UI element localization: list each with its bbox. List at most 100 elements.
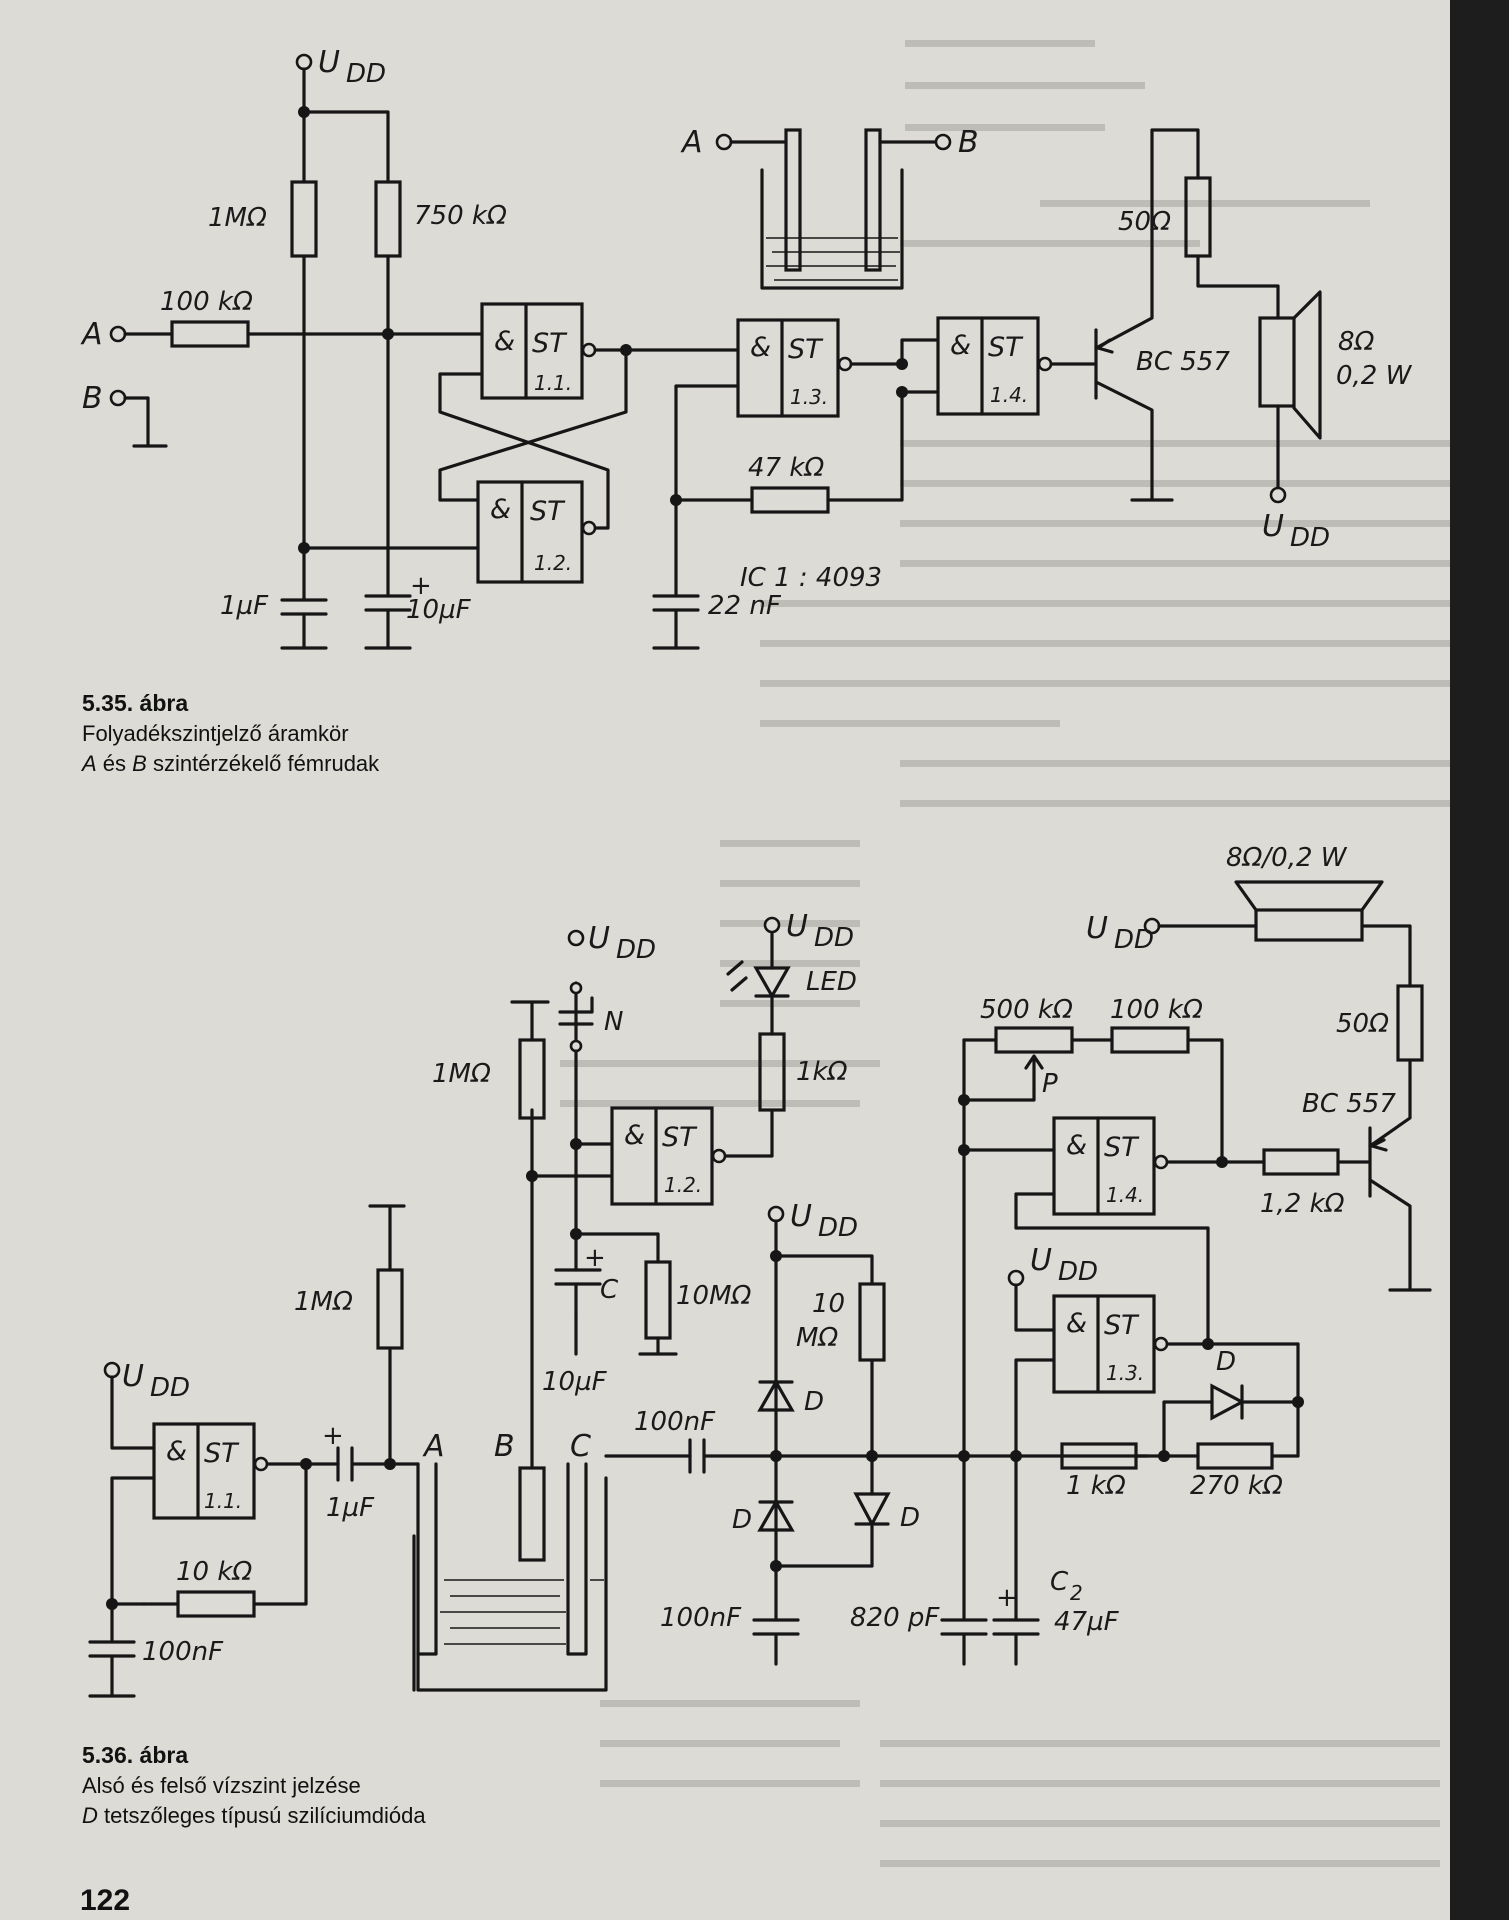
svg-text:C: C [1050,1567,1069,1597]
svg-text:&: & [490,494,511,525]
svg-text:D: D [1216,1347,1236,1377]
diode-3 [853,1492,891,1528]
gate-2-1-2 [610,1106,714,1206]
svg-text:MΩ: MΩ [796,1323,838,1353]
resistor-50 [1184,176,1212,258]
gate-1-3 [736,318,840,418]
probe-vessel-1: A B [680,125,979,290]
svg-text:U: U [588,921,610,956]
svg-text:1.4.: 1.4. [990,383,1028,407]
svg-text:&: & [950,330,971,361]
resistor-100k-b [1110,1026,1190,1054]
ic-label: IC 1 : 4093 [740,563,882,593]
svg-text:100nF: 100nF [142,1637,224,1667]
svg-text:DD: DD [150,1373,190,1403]
figure-5-35-caption: 5.35. ábra Folyadékszintjelző áramkör A … [82,688,379,779]
resistor-270k [1196,1442,1274,1470]
figure-5-36-title: Alsó és felső vízszint jelzése [82,1773,361,1798]
svg-text:500 kΩ: 500 kΩ [980,995,1073,1025]
svg-text:47µF: 47µF [1054,1607,1120,1637]
gate-1-2 [476,480,584,584]
svg-text:N: N [604,1007,623,1037]
svg-text:ST: ST [204,1438,240,1469]
figure-5-36-circuit: U DD & ST 1.1. 10 kΩ 100nF + 1µF [88,843,1432,1698]
svg-text:C: C [600,1275,619,1305]
svg-text:1µF: 1µF [326,1493,375,1523]
svg-text:ST: ST [662,1122,698,1153]
svg-text:&: & [1066,1130,1087,1161]
udd-label: U [318,45,340,80]
svg-text:+: + [410,571,432,601]
resistor-1m [290,180,318,258]
svg-text:ST: ST [988,332,1024,363]
svg-text:&: & [750,332,771,363]
svg-text:1 kΩ: 1 kΩ [1066,1471,1126,1501]
resistor-750k [374,180,402,258]
resistor-47k [750,486,830,514]
svg-text:DD: DD [818,1213,858,1243]
udd-terminal [295,53,313,71]
svg-text:+: + [584,1243,606,1273]
svg-text:ST: ST [1104,1310,1140,1341]
led-icon [753,966,791,1000]
svg-text:1.2.: 1.2. [534,551,572,575]
svg-text:0,2 W: 0,2 W [1336,361,1413,391]
r-in-label: 100 kΩ [160,287,253,317]
resistor-1k2 [1262,1148,1340,1176]
page-number: 122 [80,1884,131,1917]
svg-text:+: + [996,1583,1018,1613]
speaker-1 [1258,316,1296,408]
svg-text:ST: ST [1104,1132,1140,1163]
resistor-10m [644,1260,672,1340]
gate-2-1-4 [1052,1116,1156,1216]
svg-text:1.3.: 1.3. [1106,1361,1144,1385]
svg-text:U: U [790,1199,812,1234]
svg-text:100nF: 100nF [634,1407,716,1437]
svg-text:100 kΩ: 100 kΩ [1110,995,1203,1025]
svg-text:U: U [1086,911,1108,946]
svg-text:P: P [1042,1069,1058,1099]
svg-text:1MΩ: 1MΩ [294,1287,353,1317]
svg-text:+: + [322,1421,344,1451]
svg-text:8Ω/0,2 W: 8Ω/0,2 W [1226,843,1348,873]
probe-vessel-2: A B C [412,1429,608,1692]
figure-5-35-subtitle: A és B szintérzékelő fémrudak [82,751,380,776]
svg-text:A: A [680,125,703,160]
resistor-10m-b [858,1282,886,1362]
figure-5-36-number: 5.36. ábra [82,1742,189,1768]
resistor-1m-b [376,1268,404,1350]
svg-text:&: & [166,1436,187,1467]
svg-text:U: U [122,1359,144,1394]
svg-text:1µF: 1µF [220,591,269,621]
gate-1-1 [480,302,584,400]
figure-5-36-subtitle: D tetszőleges típusú szilíciumdióda [82,1803,426,1828]
svg-text:U: U [1030,1243,1052,1278]
figure-5-35-number: 5.35. ábra [82,690,189,716]
udd-sub: DD [346,59,386,89]
svg-text:U: U [1262,509,1284,544]
r1-label: 1MΩ [208,203,267,233]
svg-text:B: B [958,125,979,160]
figure-5-35-title: Folyadékszintjelző áramkör [82,721,349,746]
svg-text:10: 10 [812,1289,845,1319]
gate-2-1-1 [152,1422,256,1520]
svg-text:DD: DD [1290,523,1330,553]
in-a-label: A [80,317,103,352]
svg-text:1.1.: 1.1. [534,371,572,395]
svg-text:U: U [786,909,808,944]
svg-text:8Ω: 8Ω [1338,327,1375,357]
svg-text:1.4.: 1.4. [1106,1183,1144,1207]
diode-2 [757,1498,795,1532]
resistor-100k [170,320,250,348]
gate-2-1-3 [1052,1294,1156,1394]
svg-text:D: D [804,1387,824,1417]
svg-text:DD: DD [616,935,656,965]
r2-label: 750 kΩ [414,201,507,231]
svg-text:1,2 kΩ: 1,2 kΩ [1260,1189,1345,1219]
potentiometer-500k [994,1026,1074,1054]
resistor-1m-a [518,1038,546,1120]
svg-text:ST: ST [530,496,566,527]
diode-1 [757,1378,795,1412]
